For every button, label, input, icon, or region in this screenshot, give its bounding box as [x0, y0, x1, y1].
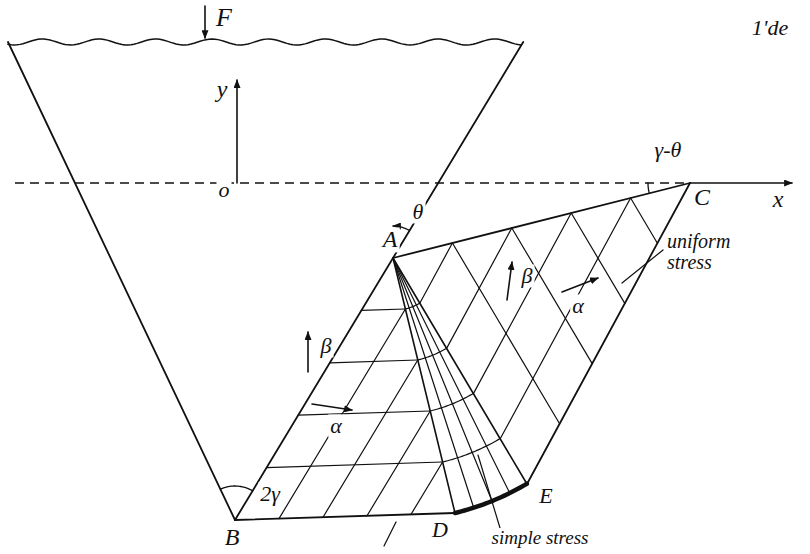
- force-arrow: [204, 6, 206, 38]
- beta-slip-line: [279, 309, 405, 519]
- angle-arc: [648, 183, 649, 193]
- fan-boundary: [393, 258, 527, 484]
- beta-slip-line: [393, 258, 510, 493]
- field-bottom-boundary: [527, 183, 690, 484]
- beta-direction-arrow: [507, 262, 512, 300]
- symmetry-axis: [15, 182, 690, 183]
- angle-label: γ-θ: [653, 138, 684, 161]
- alpha-slip-line: [361, 309, 405, 310]
- alpha-slip-line: [267, 462, 443, 468]
- angle-label: 2γ: [258, 482, 282, 505]
- alpha-slip-line: [500, 198, 630, 439]
- alpha-slip-line: [330, 360, 418, 363]
- alpha-direction-arrow: [312, 404, 352, 410]
- beta-slip-line: [393, 258, 474, 508]
- axis-label: x: [771, 187, 786, 212]
- wedge-right-edge: [235, 42, 523, 520]
- region-note: uniform stress: [665, 231, 751, 273]
- alpha-slip-line: [420, 243, 453, 303]
- margin-note: 1'de: [750, 16, 790, 39]
- point-label: E: [537, 484, 554, 507]
- beta-slip-line: [393, 258, 492, 501]
- slip-line-label: α: [570, 294, 586, 317]
- y-axis-arrow: [236, 80, 238, 183]
- alpha-slip-line: [298, 411, 430, 415]
- alpha-direction-arrow: [562, 278, 598, 292]
- field-bottom-boundary: [235, 513, 455, 520]
- beta-slip-line: [411, 462, 443, 514]
- beta-direction-arrow: [307, 332, 309, 372]
- alpha-slip-line: [473, 213, 571, 394]
- origin-label: o: [217, 178, 232, 201]
- wavy-top-edge: [8, 39, 521, 45]
- force-label: F: [214, 4, 234, 31]
- region-note: simple stress: [490, 528, 591, 548]
- slip-line-label: β: [319, 334, 334, 357]
- field-top-boundary: [393, 183, 690, 258]
- point-label: A: [381, 227, 400, 252]
- point-label: C: [692, 185, 712, 210]
- point-label: D: [430, 518, 450, 541]
- x-axis-arrow: [690, 182, 792, 184]
- alpha-slip-line: [447, 228, 512, 348]
- leader-line: [478, 455, 500, 528]
- apex-angle-arc: [220, 486, 252, 491]
- leader-line: [622, 250, 663, 283]
- wedge-left-edge: [8, 42, 235, 520]
- point-label: B: [223, 526, 242, 551]
- slip-line-label: α: [328, 414, 344, 437]
- slip-line-label: β: [520, 264, 535, 287]
- leader-line: [384, 522, 396, 546]
- beta-slip-line: [323, 360, 418, 517]
- angle-label: θ: [411, 200, 426, 223]
- beta-slip-line: [631, 198, 658, 243]
- axis-label: y: [215, 77, 230, 102]
